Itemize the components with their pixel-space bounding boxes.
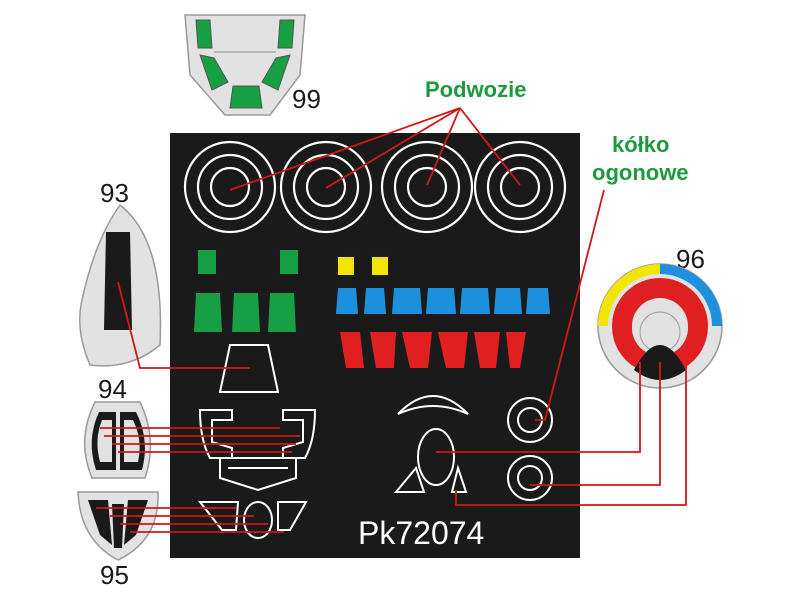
part-99-label: 99 — [292, 84, 321, 114]
part-99-canopy — [184, 14, 306, 116]
kolko-label-line2: ogonowe — [592, 160, 689, 185]
outline-masks — [197, 344, 553, 539]
part-94-label: 94 — [98, 374, 127, 404]
yellow-masks — [338, 257, 388, 275]
kolko-label-line1: kółko — [612, 132, 669, 157]
wheel-masks — [183, 140, 567, 234]
podwozie-label: Podwozie — [425, 77, 526, 102]
red-masks — [340, 332, 526, 368]
part-95-canopy — [77, 491, 159, 561]
product-code: Pk72074 — [358, 515, 484, 551]
part-94-canopy — [84, 401, 152, 479]
blue-masks — [336, 288, 550, 314]
part-93-canopy — [79, 203, 162, 367]
green-masks — [194, 250, 298, 332]
leader-lines — [96, 107, 687, 533]
part-93-label: 93 — [100, 178, 129, 208]
part-95-label: 95 — [100, 560, 129, 590]
